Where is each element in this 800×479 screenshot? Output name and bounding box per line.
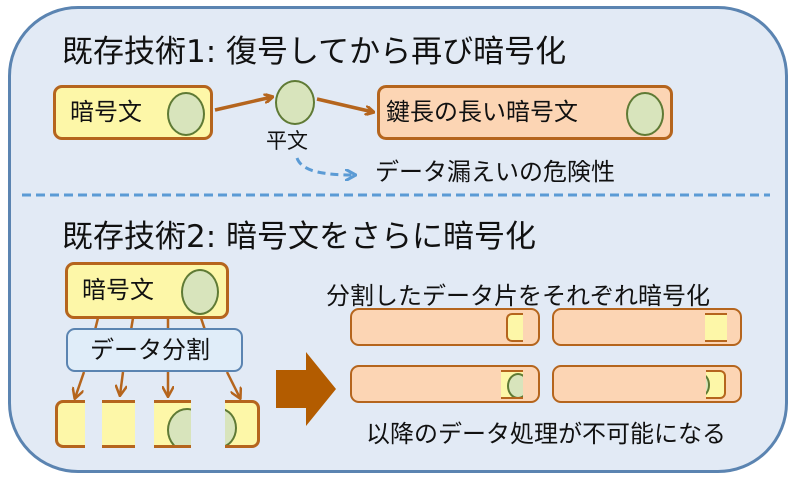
encrypted-fragment-2	[552, 308, 742, 346]
split-connectors	[75, 317, 240, 398]
long-key-cipher-box	[377, 85, 673, 140]
encrypt-each-label: 分割したデータ片をそれぞれ暗号化	[326, 282, 710, 310]
data-split-box	[66, 328, 243, 372]
plaintext-oval-icon	[275, 80, 315, 125]
half-oval-icon	[507, 373, 523, 397]
data-split-label: データ分割	[90, 336, 210, 364]
encrypted-fragment-1	[350, 308, 540, 346]
encrypted-fragment-4	[552, 365, 742, 403]
arrow-plain-to-longkey	[316, 97, 373, 112]
plaintext-label: 平文	[266, 129, 308, 153]
ciphertext-label: 暗号文	[70, 98, 142, 126]
ciphertext-label-2: 暗号文	[82, 276, 154, 304]
fragment-3	[154, 400, 191, 448]
risk-label: データ漏えいの危険性	[375, 158, 615, 186]
data-oval-icon	[626, 92, 664, 136]
data-oval-icon	[181, 269, 219, 315]
half-oval-icon	[706, 373, 710, 397]
fragment-4	[225, 400, 260, 448]
fragment-piece	[501, 370, 523, 399]
fragment-piece	[706, 370, 726, 399]
result-label: 以降のデータ処理が不可能になる	[366, 420, 726, 448]
half-oval-icon	[167, 408, 191, 445]
data-oval-icon	[167, 92, 205, 136]
section2-title: 既存技術2: 暗号文をさらに暗号化	[62, 219, 537, 255]
long-key-cipher-label: 鍵長の長い暗号文	[386, 98, 578, 126]
half-oval-icon	[225, 408, 237, 445]
arrow-cipher-to-plain	[214, 97, 272, 112]
encrypted-fragment-3	[350, 365, 540, 403]
big-right-arrow-icon	[276, 352, 336, 426]
fragment-piece	[705, 313, 727, 342]
fragment-piece	[506, 313, 523, 342]
fragment-2	[102, 400, 135, 448]
section1-title: 既存技術1: 復号してから再び暗号化	[62, 34, 567, 70]
dashed-arrow-leak	[295, 157, 355, 175]
fragment-1	[55, 400, 85, 448]
